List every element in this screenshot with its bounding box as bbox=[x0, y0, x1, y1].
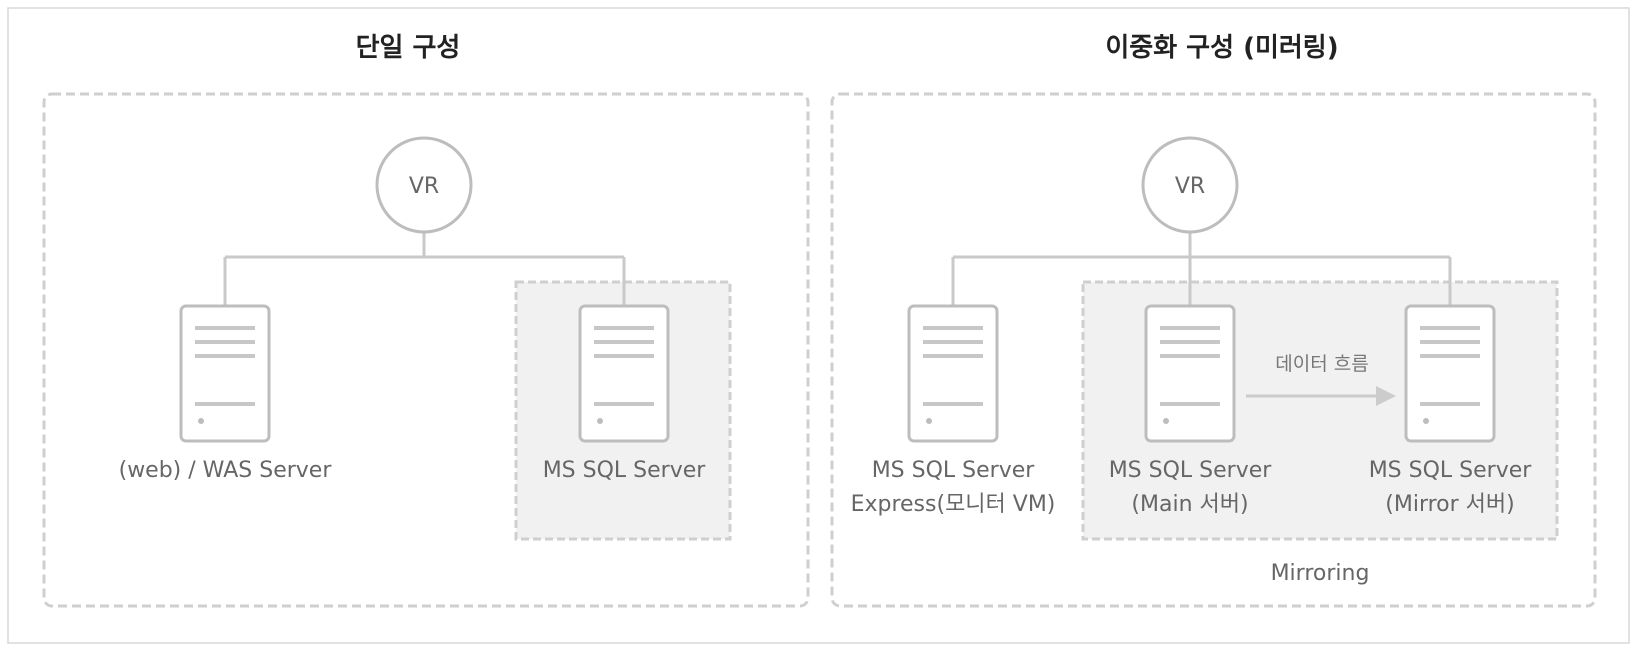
single-mssql-server: MS SQL Server bbox=[543, 304, 707, 483]
outer-frame bbox=[7, 7, 1630, 644]
dual-connector bbox=[951, 232, 1452, 306]
witness-server: MS SQL Server Express(모니터 VM) bbox=[851, 304, 1056, 517]
witness-server-label-line2: Express(모니터 VM) bbox=[851, 492, 1056, 517]
data-flow-arrow: 데이터 흐름 bbox=[1246, 353, 1396, 406]
mirror-server-label-line1: MS SQL Server bbox=[1369, 458, 1533, 483]
main-server: MS SQL Server (Main 서버) bbox=[1109, 304, 1273, 517]
dual-vr-node: VR bbox=[1141, 136, 1239, 234]
dual-config-title: 이중화 구성 (미러링) bbox=[1105, 33, 1338, 63]
single-configuration: 단일 구성 VR (web) / WAS Server bbox=[42, 33, 810, 608]
witness-server-label-line1: MS SQL Server bbox=[872, 458, 1036, 483]
dual-configuration: 이중화 구성 (미러링) VR MS SQL Server Express(모니… bbox=[830, 33, 1597, 608]
main-server-label-line1: MS SQL Server bbox=[1109, 458, 1273, 483]
vr-label: VR bbox=[1175, 174, 1205, 199]
single-vr-node: VR bbox=[375, 136, 473, 234]
vr-circle-icon bbox=[1141, 136, 1239, 234]
mirroring-group-label: Mirroring bbox=[1271, 561, 1370, 586]
web-was-server-label: (web) / WAS Server bbox=[119, 458, 333, 483]
server-icon bbox=[1404, 304, 1496, 443]
server-icon bbox=[179, 304, 271, 443]
single-connector bbox=[223, 232, 626, 306]
server-icon bbox=[907, 304, 999, 443]
single-config-title: 단일 구성 bbox=[356, 33, 461, 63]
vr-circle-icon bbox=[375, 136, 473, 234]
mirror-server: MS SQL Server (Mirror 서버) bbox=[1369, 304, 1533, 517]
main-server-label-line2: (Main 서버) bbox=[1131, 492, 1248, 517]
vr-label: VR bbox=[409, 174, 439, 199]
web-was-server: (web) / WAS Server bbox=[119, 304, 333, 483]
single-mssql-server-label: MS SQL Server bbox=[543, 458, 707, 483]
mirror-server-label-line2: (Mirror 서버) bbox=[1385, 492, 1514, 517]
arrow-right-icon bbox=[1376, 386, 1396, 406]
server-icon bbox=[1144, 304, 1236, 443]
server-icon bbox=[578, 304, 670, 443]
data-flow-label: 데이터 흐름 bbox=[1275, 353, 1368, 375]
